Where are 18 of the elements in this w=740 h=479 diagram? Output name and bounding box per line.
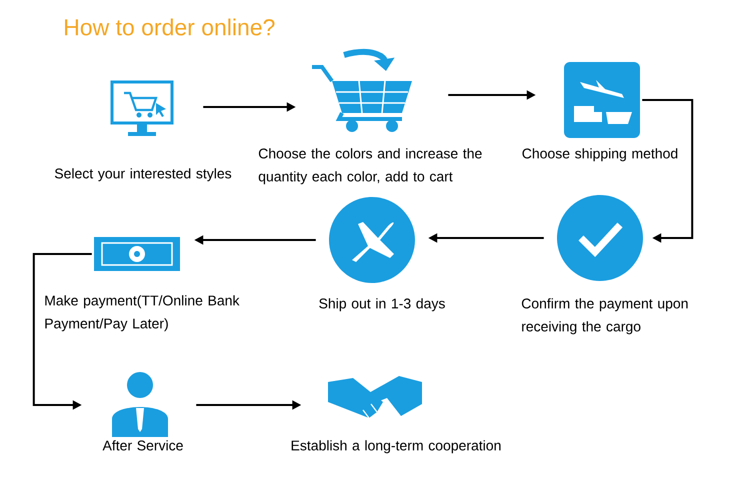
- step-caption: Select your interested styles: [54, 168, 232, 182]
- step-icon-drawing: [329, 197, 415, 283]
- step-caption: Choose the colors and increase the quantity each color, add to cart: [258, 148, 482, 184]
- step-caption: Establish a long-term cooperation: [292, 440, 500, 454]
- step-icon-drawing: [110, 80, 174, 136]
- step-icon-drawing: [328, 376, 422, 419]
- arrow: [642, 99, 694, 243]
- step-caption: Confirm the payment upon receiving the cargo: [522, 298, 688, 334]
- step-caption: Ship out in 1-3 days: [319, 298, 445, 312]
- step-caption: Choose shipping method: [522, 148, 678, 162]
- step-icon-drawing: [94, 237, 180, 271]
- step-caption: After Service: [102, 440, 183, 450]
- step-icon-drawing: [310, 49, 412, 132]
- step-caption: Make payment(TT/Online Bank Payment/Pay Later): [45, 295, 240, 332]
- step-icon-drawing: [557, 195, 643, 281]
- step-icon-drawing: [112, 372, 168, 437]
- step-icon-drawing: [564, 62, 640, 138]
- title: How to order online?: [65, 18, 275, 36]
